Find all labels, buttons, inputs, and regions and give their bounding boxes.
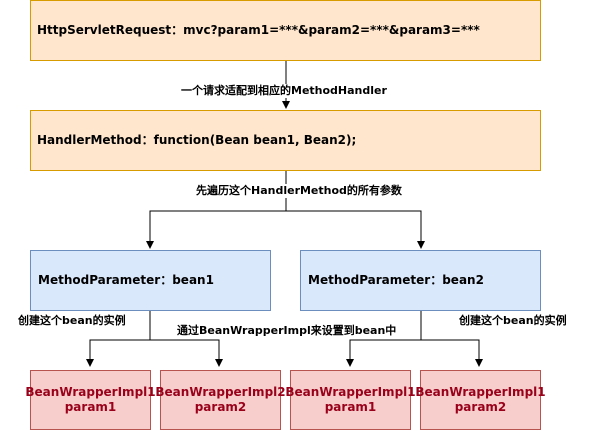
wrapper-box-4: BeanWrapperImpl1 param2 bbox=[415, 370, 546, 430]
param-right-box: MethodParameter：bean2 bbox=[300, 250, 541, 311]
wrapper-box-3-line2: param1 bbox=[324, 400, 377, 414]
handler-box-text: HandlerMethod：function(Bean bean1, Bean2… bbox=[37, 133, 357, 147]
wrapper-box-1-line1: BeanWrapperImpl1 bbox=[25, 385, 156, 399]
wrapper-label: 通过BeanWrapperImpl来设置到bean中 bbox=[177, 324, 397, 338]
wrapper-box-2-line2: param2 bbox=[194, 400, 247, 414]
arrow-param-right-to-wrapper4 bbox=[421, 339, 483, 367]
wrapper-box-2-line1: BeanWrapperImpl2 bbox=[155, 385, 286, 399]
wrapper-box-1-line2: param1 bbox=[64, 400, 117, 414]
traverse-label: 先遍历这个HandlerMethod的所有参数 bbox=[196, 184, 402, 198]
arrow-handler-to-params bbox=[146, 170, 287, 249]
arrow-param-left-to-wrapper2 bbox=[150, 339, 223, 367]
param-right-text: MethodParameter：bean2 bbox=[308, 273, 484, 287]
wrapper-box-3-line1: BeanWrapperImpl1 bbox=[285, 385, 416, 399]
handler-box: HandlerMethod：function(Bean bean1, Bean2… bbox=[30, 110, 541, 171]
arrow-param-right-to-wrappers bbox=[346, 310, 422, 367]
wrapper-box-4-line1: BeanWrapperImpl1 bbox=[415, 385, 546, 399]
request-box: HttpServletRequest：mvc?param1=***&param2… bbox=[30, 0, 541, 61]
create-right-label: 创建这个bean的实例 bbox=[459, 314, 567, 327]
arrow-param-left-to-wrappers bbox=[86, 310, 151, 367]
wrapper-box-2: BeanWrapperImpl2 param2 bbox=[155, 370, 286, 430]
wrapper-box-4-line2: param2 bbox=[454, 400, 507, 414]
param-left-box: MethodParameter：bean1 bbox=[30, 250, 271, 311]
request-box-text: HttpServletRequest：mvc?param1=***&param2… bbox=[37, 23, 480, 37]
wrapper-box-1: BeanWrapperImpl1 param1 bbox=[25, 370, 156, 430]
create-left-label: 创建这个bean的实例 bbox=[18, 314, 126, 327]
wrapper-box-3: BeanWrapperImpl1 param1 bbox=[285, 370, 416, 430]
param-left-text: MethodParameter：bean1 bbox=[38, 273, 214, 287]
arrow-handler-to-param-right bbox=[286, 210, 425, 249]
adapt-label: 一个请求适配到相应的MethodHandler bbox=[181, 84, 387, 98]
